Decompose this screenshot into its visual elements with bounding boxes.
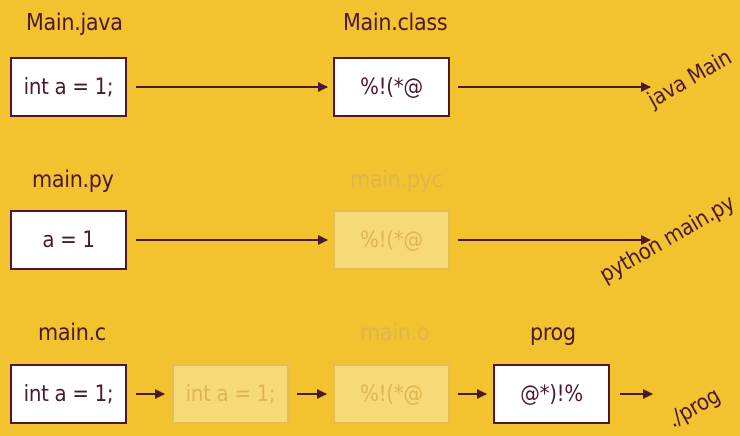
python-source-label: main.py bbox=[32, 167, 114, 193]
java-class-label: Main.class bbox=[343, 10, 448, 36]
java-class-box: %!(*@ bbox=[333, 57, 450, 117]
c-preprocessed-box: int a = 1; bbox=[172, 364, 289, 424]
c-binary-box: @*)!% bbox=[493, 364, 610, 424]
python-pyc-label: main.pyc bbox=[350, 167, 443, 193]
c-source-label: main.c bbox=[38, 320, 106, 346]
c-binary-label: prog bbox=[530, 320, 576, 346]
c-object-box: %!(*@ bbox=[333, 364, 450, 424]
c-object-label: main.o bbox=[360, 320, 430, 346]
c-source-box: int a = 1; bbox=[10, 364, 127, 424]
java-source-box: int a = 1; bbox=[10, 57, 127, 117]
java-source-label: Main.java bbox=[26, 10, 123, 36]
python-pyc-box: %!(*@ bbox=[333, 210, 450, 270]
python-source-box: a = 1 bbox=[10, 210, 127, 270]
